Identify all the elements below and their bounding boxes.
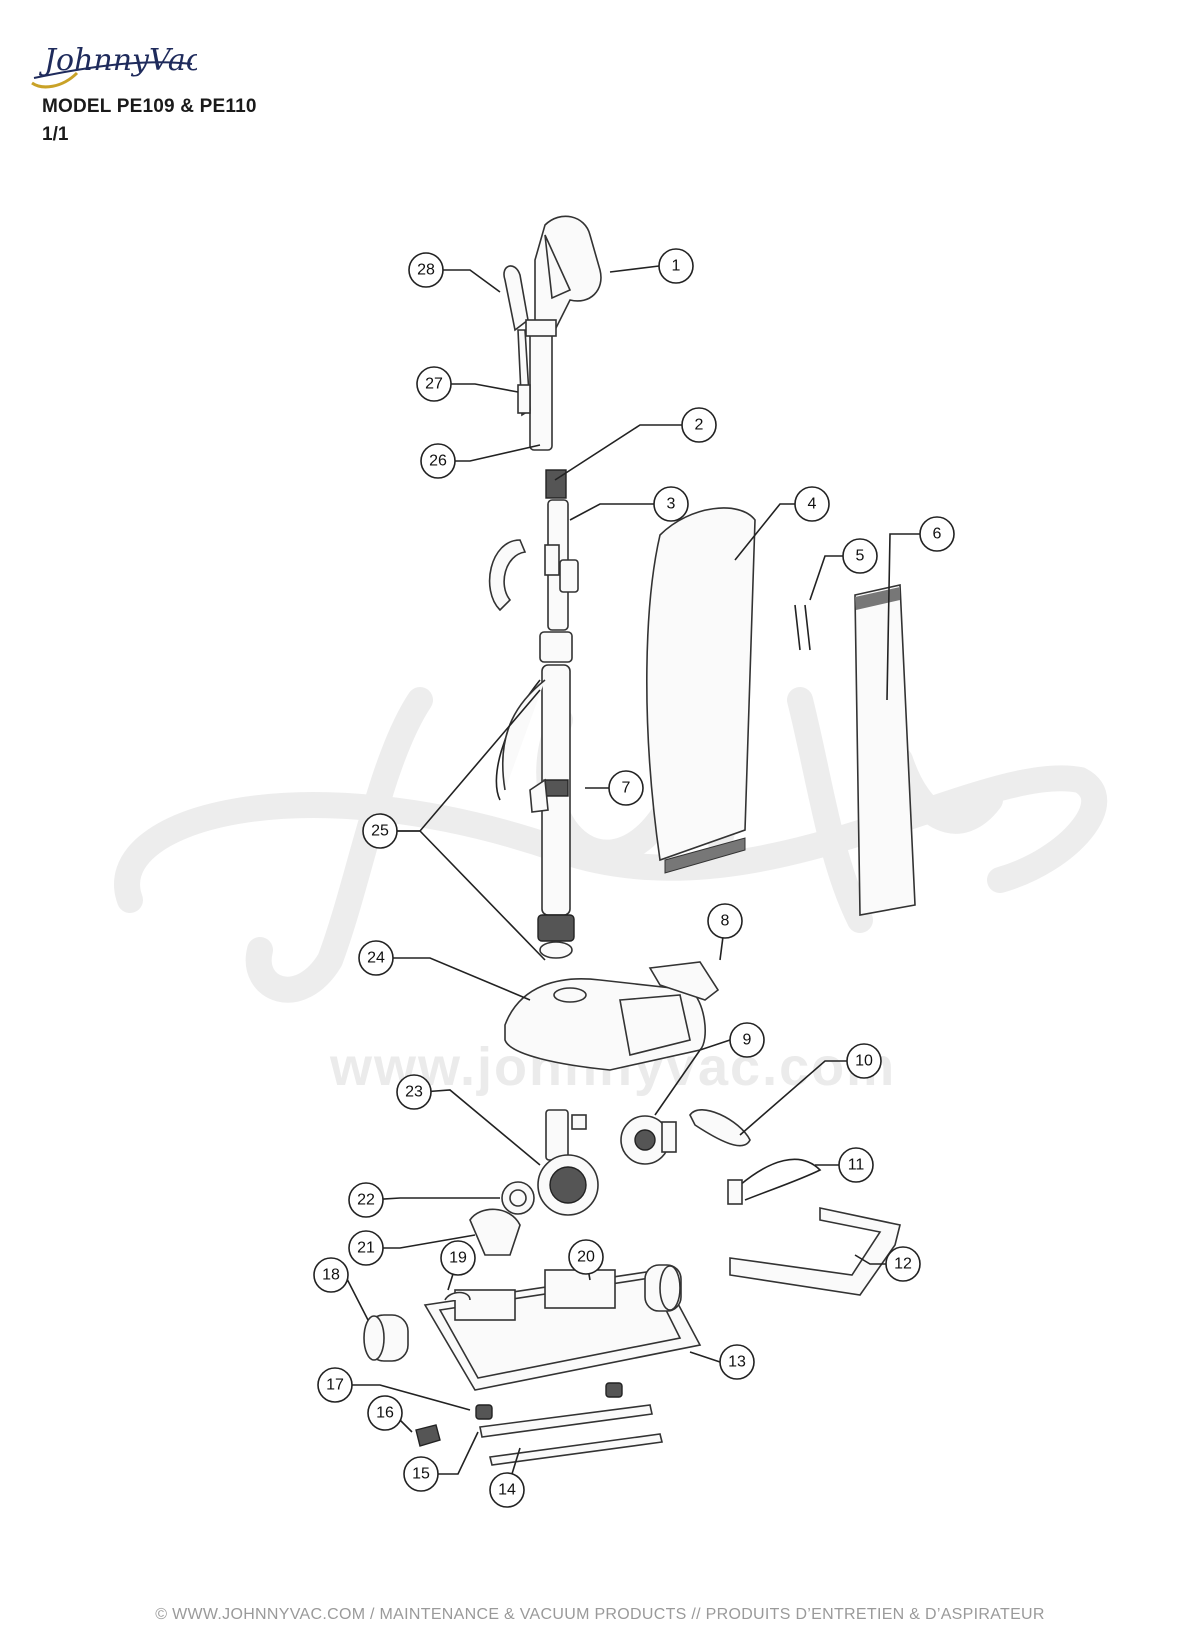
svg-text:9: 9 (743, 1032, 752, 1049)
callout-22: 22 (348, 1182, 384, 1218)
svg-text:1: 1 (672, 258, 681, 275)
callout-11: 11 (838, 1147, 874, 1183)
svg-text:20: 20 (577, 1249, 595, 1266)
svg-text:17: 17 (326, 1377, 344, 1394)
svg-text:JohnnyVac: JohnnyVac (38, 43, 197, 78)
svg-text:13: 13 (728, 1354, 746, 1371)
callout-25: 25 (362, 813, 398, 849)
base-cover (504, 978, 706, 1071)
motor (620, 1115, 677, 1165)
base-chassis (423, 1269, 702, 1391)
svg-text:21: 21 (357, 1240, 375, 1257)
callout-13: 13 (719, 1344, 755, 1380)
callout-14: 14 (489, 1472, 525, 1508)
fan-housing (537, 1109, 599, 1216)
svg-text:26: 26 (429, 453, 447, 470)
callout-1: 1 (658, 248, 694, 284)
svg-text:6: 6 (933, 526, 942, 543)
callout-26: 26 (420, 443, 456, 479)
svg-text:11: 11 (848, 1157, 865, 1174)
svg-text:5: 5 (856, 548, 865, 565)
callout-9: 9 (729, 1022, 765, 1058)
callout-12: 12 (885, 1246, 921, 1282)
callout-7: 7 (608, 770, 644, 806)
wheel-left (363, 1314, 409, 1362)
svg-text:7: 7 (622, 780, 631, 797)
svg-text:12: 12 (894, 1256, 912, 1273)
callout-16: 16 (367, 1395, 403, 1431)
callout-27: 27 (416, 366, 452, 402)
callout-17: 17 (317, 1367, 353, 1403)
callout-15: 15 (403, 1456, 439, 1492)
svg-text:25: 25 (371, 823, 389, 840)
svg-text:22: 22 (357, 1192, 375, 1209)
footer-copyright: © WWW.JOHNNYVAC.COM / MAINTENANCE & VACU… (155, 1606, 1045, 1623)
callout-28: 28 (408, 252, 444, 288)
callout-20: 20 (568, 1239, 604, 1275)
callout-23: 23 (396, 1074, 432, 1110)
handle-assembly (488, 215, 602, 959)
svg-text:8: 8 (721, 913, 730, 930)
svg-text:10: 10 (855, 1053, 873, 1070)
callout-2: 2 (681, 407, 717, 443)
callout-21: 21 (348, 1230, 384, 1266)
svg-text:28: 28 (417, 262, 435, 279)
header: JohnnyVac MODEL PE109 & PE110 1/1 (22, 28, 322, 148)
svg-text:16: 16 (376, 1405, 394, 1422)
paper-bag (854, 584, 916, 916)
callout-10: 10 (846, 1043, 882, 1079)
wheel-right (644, 1264, 682, 1312)
callout-6: 6 (919, 516, 955, 552)
bumper (729, 1207, 901, 1296)
dust-bag-outer (646, 507, 756, 874)
callout-18: 18 (313, 1257, 349, 1293)
svg-text:27: 27 (425, 376, 443, 393)
svg-text:19: 19 (449, 1250, 467, 1267)
callout-4: 4 (794, 486, 830, 522)
model-title: MODEL PE109 & PE110 (42, 96, 257, 117)
callout-24: 24 (358, 940, 394, 976)
svg-text:23: 23 (405, 1084, 423, 1101)
callout-19: 19 (440, 1240, 476, 1276)
svg-text:15: 15 (412, 1466, 430, 1483)
johnnyvac-logo: JohnnyVac (31, 43, 197, 89)
svg-text:24: 24 (367, 950, 385, 967)
svg-text:4: 4 (808, 496, 817, 513)
callout-8: 8 (707, 903, 743, 939)
callout-5: 5 (842, 538, 878, 574)
page-number: 1/1 (42, 124, 69, 145)
callout-3: 3 (653, 486, 689, 522)
svg-text:14: 14 (498, 1482, 516, 1499)
svg-text:2: 2 (695, 417, 704, 434)
svg-text:18: 18 (322, 1267, 340, 1284)
svg-text:3: 3 (667, 496, 676, 513)
